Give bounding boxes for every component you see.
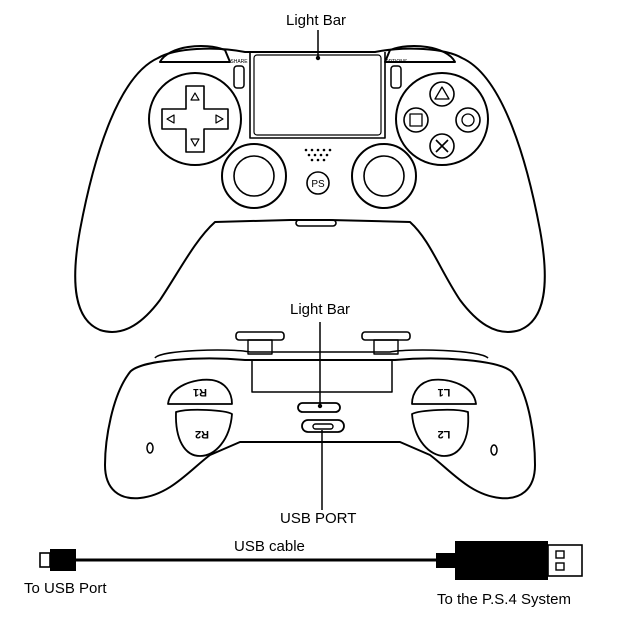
light-bar-pointer-dot-rear [317,403,323,409]
circle-button [455,107,481,133]
r1-button [167,378,233,405]
right-stick-outer [351,143,417,209]
headset-port [295,219,337,227]
to-ps4-system-label: To the P.S.4 System [437,591,571,608]
usb-port-housing [301,419,345,433]
usb-port-slot [312,423,334,430]
options-label: OPTIONS [385,59,408,65]
micro-usb-connector [39,552,51,568]
usb-cable-label: USB cable [234,538,305,555]
rear-left-stick-cap [235,331,285,341]
l2-label: L2 [438,428,451,440]
share-label: SHARE [230,59,248,65]
left-stick-outer [221,143,287,209]
usb-port-label: USB PORT [280,510,357,527]
dpad-up-arrow-icon [190,92,200,101]
cross-button [429,133,455,159]
dpad-left-arrow-icon [166,114,175,124]
circle-icon [461,113,475,127]
options-button [390,65,402,89]
triangle-icon [434,86,450,100]
touchpad [249,52,386,139]
face-buttons-well [395,72,489,166]
controller-body [74,47,546,333]
dpad-down-arrow-icon [190,138,200,147]
r2-label: R2 [195,428,209,440]
l1-button [411,378,477,405]
share-button [233,65,245,89]
rear-light-bar-window [251,360,393,393]
rear-right-stick-cap [361,331,411,341]
to-usb-port-label: To USB Port [24,580,107,597]
light-bar-label-rear: Light Bar [290,301,351,318]
light-bar-pointer-dot-top [315,55,321,61]
cross-icon [435,139,449,153]
usb-a-connector [547,544,583,577]
square-button [403,107,429,133]
dpad-icon [161,85,229,153]
controller-rear-view [104,331,536,500]
square-icon [409,113,423,127]
dpad-well [148,72,242,166]
dpad-right-arrow-icon [215,114,224,124]
controller-front-view [74,45,546,333]
rear-right-hole [490,444,498,456]
rear-left-hole [146,442,154,454]
left-stick [233,155,275,197]
r2-button [175,408,233,457]
triangle-button [429,81,455,107]
right-stick [363,155,405,197]
rear-controller-body [104,357,536,500]
light-bar-label-top: Light Bar [286,12,347,29]
usb-cable [39,541,583,580]
rear-top-edge [154,349,489,359]
ps-button [306,171,330,195]
r1-label: R1 [193,386,207,398]
speaker-grille [304,148,332,162]
rear-light-slot [297,402,341,413]
usb-a-plug-body [436,541,548,580]
l2-button [411,408,470,457]
ps-button-label: PS [311,179,325,190]
l1-label: L1 [438,386,451,398]
